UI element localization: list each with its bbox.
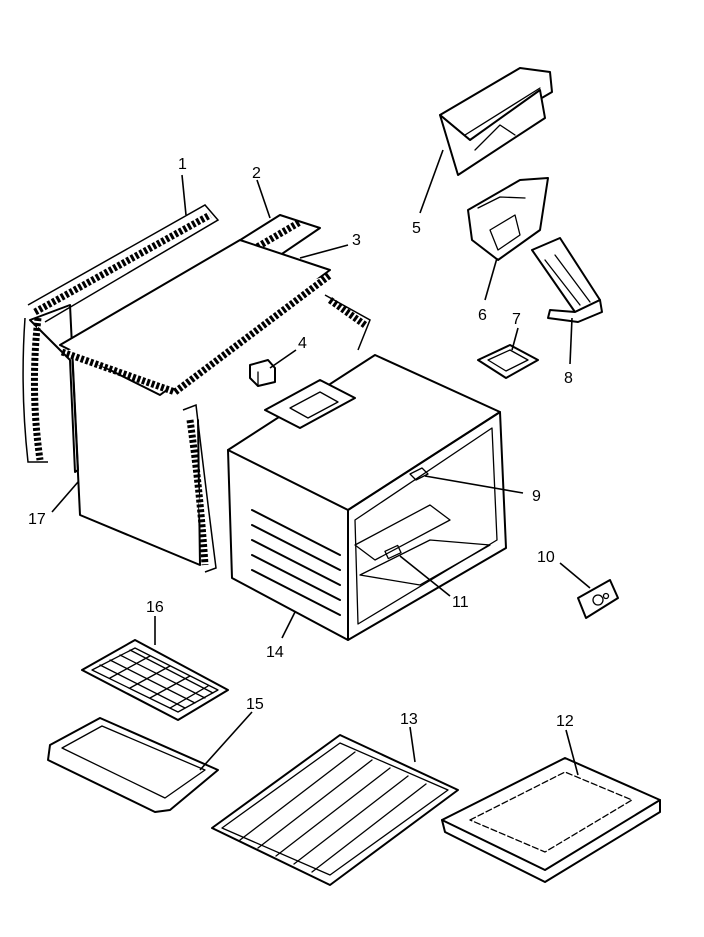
part-13-oven-rack bbox=[211, 734, 459, 886]
part-4-bracket bbox=[249, 359, 276, 387]
part-5-vent-duct bbox=[439, 67, 553, 176]
callout-leader-lines bbox=[51, 149, 591, 776]
callout-12: 12 bbox=[556, 713, 574, 730]
callout-4: 4 bbox=[298, 335, 307, 352]
callout-2: 2 bbox=[252, 165, 261, 182]
part-3-top-insulation bbox=[59, 239, 371, 396]
callout-10: 10 bbox=[537, 549, 555, 566]
callout-6: 6 bbox=[478, 307, 487, 324]
part-16-broil-pan-grid bbox=[81, 639, 229, 721]
part-8-vent-chute bbox=[531, 237, 603, 323]
part-14-oven-cavity bbox=[227, 354, 507, 641]
callout-16: 16 bbox=[146, 599, 164, 616]
callout-1: 1 bbox=[178, 156, 187, 173]
part-10-electrical-box bbox=[577, 579, 619, 619]
callout-labels: 1 2 3 4 5 6 7 8 9 10 11 12 13 14 15 16 1… bbox=[28, 156, 574, 730]
part-7-gasket-plate bbox=[477, 344, 539, 379]
callout-17: 17 bbox=[28, 511, 46, 528]
part-1-top-insulation bbox=[27, 204, 220, 323]
part-6-vent-housing bbox=[467, 177, 549, 261]
callout-3: 3 bbox=[352, 232, 361, 249]
callout-15: 15 bbox=[246, 696, 264, 713]
callout-7: 7 bbox=[512, 311, 521, 328]
callout-11: 11 bbox=[452, 594, 469, 611]
callout-8: 8 bbox=[564, 370, 573, 387]
part-12-oven-bottom bbox=[441, 757, 661, 883]
callout-14: 14 bbox=[266, 644, 284, 661]
callout-5: 5 bbox=[412, 220, 421, 237]
part-15-broil-pan bbox=[47, 717, 219, 813]
callout-9: 9 bbox=[532, 488, 541, 505]
callout-13: 13 bbox=[400, 711, 418, 728]
